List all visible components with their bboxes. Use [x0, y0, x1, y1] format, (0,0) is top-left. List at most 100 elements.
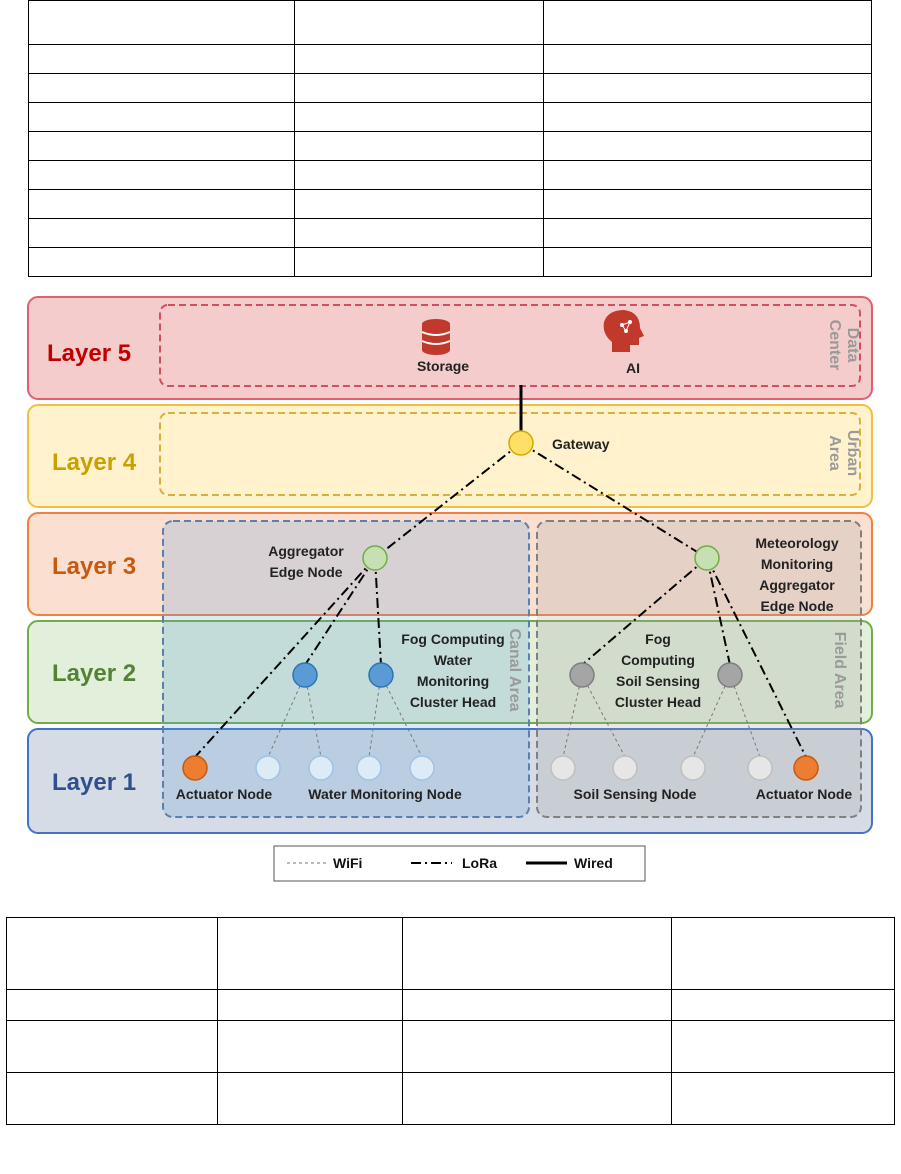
table-cell [543, 102, 872, 132]
soil-sensor-node [612, 755, 638, 781]
lora-links [194, 442, 807, 758]
layer-3-label: Layer 3 [52, 553, 136, 580]
table-cell [6, 917, 218, 990]
table-cell [543, 189, 872, 219]
table-cell [28, 44, 295, 74]
table-cell [401, 1072, 673, 1125]
table-cell [293, 102, 545, 132]
urban-area-box [159, 412, 861, 496]
fog-water-label-2: Water [434, 652, 473, 668]
layer-1-label: Layer 1 [52, 769, 136, 796]
actuator-node-left [182, 755, 208, 781]
table-cell [401, 989, 673, 1021]
bottom-table [6, 917, 895, 1125]
water-sensor-node [409, 755, 435, 781]
table-cell [28, 0, 295, 45]
table-row [28, 0, 872, 45]
layer-5-label: Layer 5 [47, 340, 131, 367]
layer-2-label: Layer 2 [52, 660, 136, 687]
fog-soil-label-1: Fog [645, 631, 671, 647]
legend-wired-label: Wired [574, 855, 613, 871]
actuator-node-right [793, 755, 819, 781]
table-cell [28, 247, 295, 277]
table-cell [28, 73, 295, 103]
actuator-left-label: Actuator Node [176, 786, 273, 802]
soil-sensor-node [747, 755, 773, 781]
table-cell [216, 1072, 403, 1125]
table-cell [543, 131, 872, 161]
layer-4-band: Layer 4 [27, 404, 873, 508]
table-cell [543, 0, 872, 45]
data-center-label: DataCenter [826, 320, 861, 371]
table-cell [543, 73, 872, 103]
table-cell [293, 131, 545, 161]
table-row [6, 1020, 895, 1073]
table-cell [293, 247, 545, 277]
water-sensor-node [308, 755, 334, 781]
table-cell [293, 218, 545, 248]
legend-wifi-label: WiFi [333, 855, 362, 871]
table-row [28, 189, 872, 219]
aggregator-label-2: Edge Node [269, 564, 342, 580]
table-row [6, 917, 895, 990]
table-cell [28, 160, 295, 190]
table-row [28, 44, 872, 74]
meteo-label-2: Monitoring [761, 556, 833, 572]
table-cell [216, 917, 403, 990]
water-sensor-node [356, 755, 382, 781]
fog-soil-label-3: Soil Sensing [616, 673, 700, 689]
table-cell [543, 44, 872, 74]
layer-2-band: Layer 2 [27, 620, 873, 724]
table-row [28, 102, 872, 132]
wifi-links [267, 674, 761, 758]
water-monitoring-label: Water Monitoring Node [308, 786, 462, 802]
water-cluster-head-1 [292, 662, 318, 688]
aggregator-node-field [694, 545, 720, 571]
canal-area-box [162, 520, 530, 818]
field-area-label: Field Area [831, 632, 848, 709]
gateway-label: Gateway [552, 436, 610, 452]
actuator-right-label: Actuator Node [756, 786, 853, 802]
table-cell [6, 989, 218, 1021]
legend-lora-label: LoRa [462, 855, 497, 871]
table-cell [28, 102, 295, 132]
layer-1-band: Layer 1 [27, 728, 873, 834]
table-cell [401, 1020, 673, 1073]
soil-cluster-head-2 [717, 662, 743, 688]
table-cell [543, 218, 872, 248]
table-cell [671, 1072, 895, 1125]
fog-water-label-1: Fog Computing [401, 631, 504, 647]
table-cell [293, 189, 545, 219]
meteo-label-1: Meteorology [755, 535, 838, 551]
table-cell [6, 1072, 218, 1125]
storage-label: Storage [417, 358, 469, 374]
aggregator-label-1: Aggregator [268, 543, 344, 559]
urban-area-label: UrbanArea [826, 430, 861, 476]
soil-sensor-node [680, 755, 706, 781]
meteo-label-4: Edge Node [760, 598, 833, 614]
table-cell [216, 1020, 403, 1073]
table-cell [6, 1020, 218, 1073]
table-cell [543, 160, 872, 190]
gateway-node [508, 430, 534, 456]
water-sensor-node [255, 755, 281, 781]
architecture-diagram: Layer 5 Layer 4 Layer 3 Layer 2 Layer 1 … [27, 296, 873, 882]
table-row [28, 131, 872, 161]
database-icon [421, 319, 451, 355]
layer-4-label: Layer 4 [52, 449, 137, 476]
table-row [28, 73, 872, 103]
table-cell [671, 917, 895, 990]
ai-label: AI [626, 360, 640, 376]
fog-water-label-4: Cluster Head [410, 694, 496, 710]
field-area-box [536, 520, 862, 818]
ai-head-icon [603, 310, 644, 352]
data-center-box [159, 304, 861, 387]
table-cell [293, 44, 545, 74]
table-cell [401, 917, 673, 990]
table-cell [28, 189, 295, 219]
top-table [28, 0, 872, 277]
table-row [28, 247, 872, 277]
table-row [6, 989, 895, 1021]
legend: WiFi LoRa Wired [273, 845, 646, 882]
water-cluster-head-2 [368, 662, 394, 688]
